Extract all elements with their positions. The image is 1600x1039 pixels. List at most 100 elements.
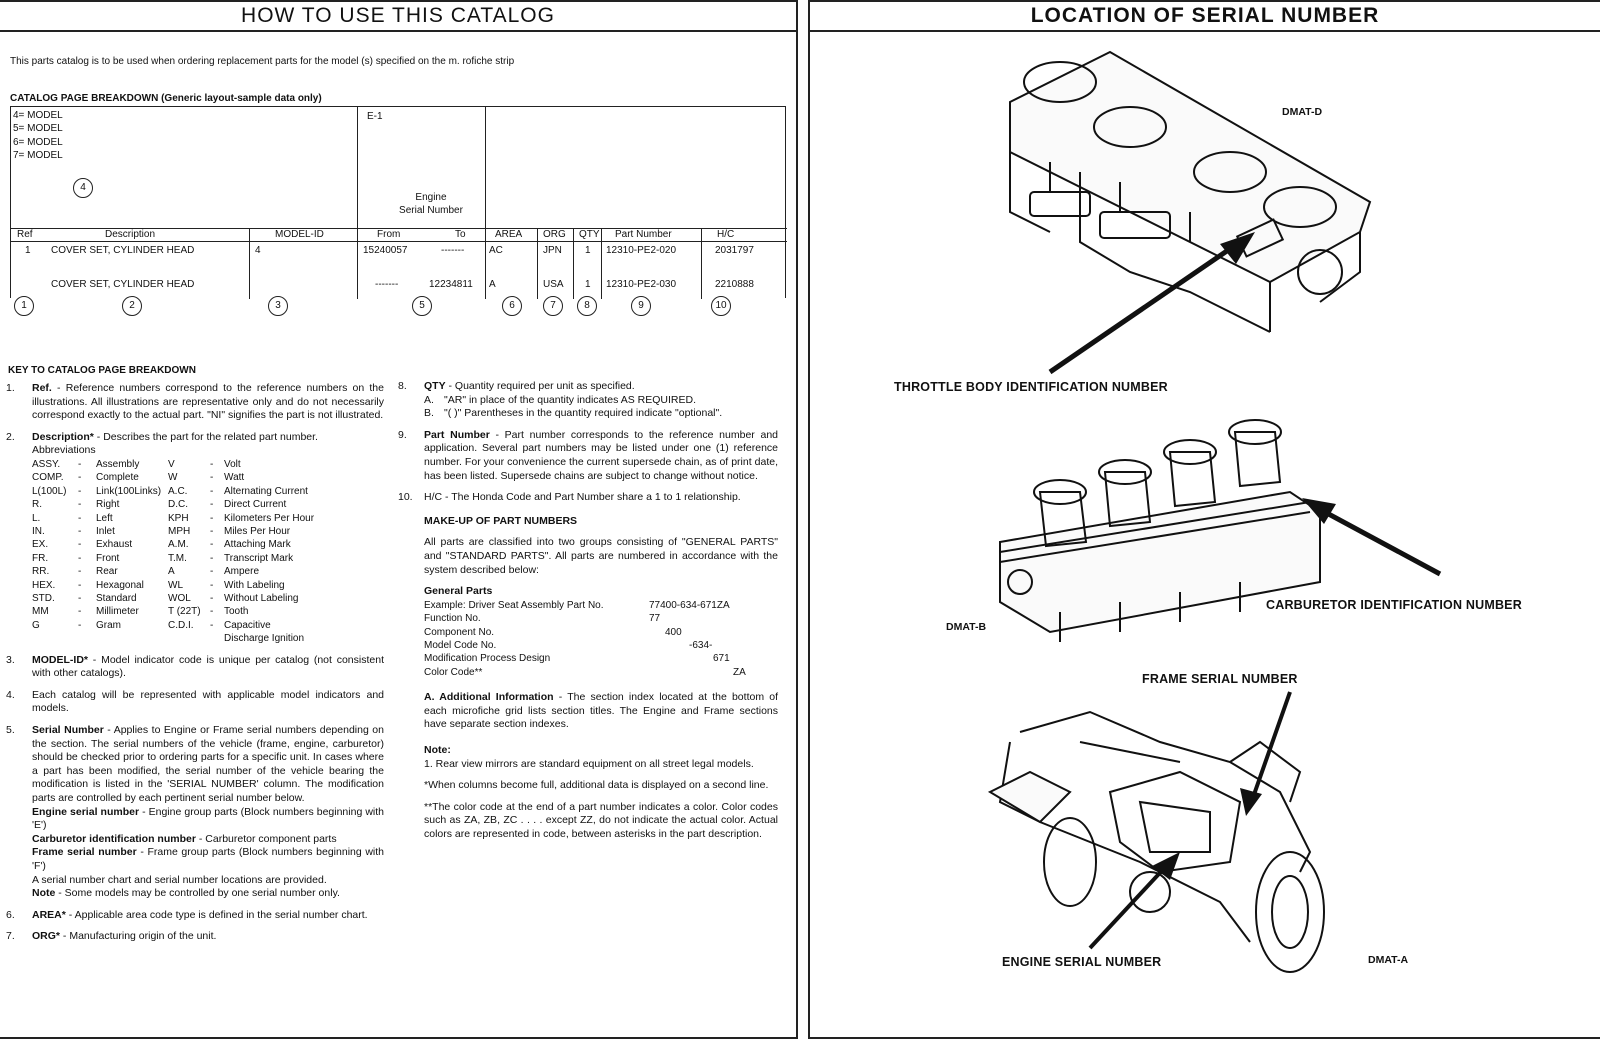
chart-note: A serial number chart and serial number … xyxy=(32,873,327,886)
additional-info-text: - The section index located at the botto… xyxy=(424,691,779,731)
motorcycle-illustration xyxy=(987,710,1325,973)
abbr-cell: Tooth xyxy=(224,606,249,618)
item-number: 4. xyxy=(6,688,15,701)
item-text: - Applies to Engine or Frame serial numb… xyxy=(32,724,384,804)
col-hc: H/C xyxy=(717,229,735,240)
abbr-cell: - xyxy=(210,606,214,618)
abbr-cell: L(100L) xyxy=(32,485,67,497)
callout-3: 3 xyxy=(268,296,288,316)
abbr-cell: - xyxy=(210,539,214,551)
abbr-cell: Watt xyxy=(224,472,245,484)
callout-10: 10 xyxy=(711,296,731,316)
general-parts-row: Example: Driver Seat Assembly Part No.77… xyxy=(424,599,764,612)
abbr-cell: Without Labeling xyxy=(224,593,299,605)
item-text: H/C - The Honda Code and Part Number sha… xyxy=(424,491,741,504)
cell-org: JPN xyxy=(543,245,562,256)
model-line: 6= MODEL xyxy=(13,136,63,148)
model-line: 7= MODEL xyxy=(13,150,63,162)
abbr-cell: - xyxy=(210,593,214,605)
abbr-cell: Complete xyxy=(96,472,139,484)
abbr-cell xyxy=(168,632,210,645)
gp-value: 400 xyxy=(665,626,682,638)
key-item-3: 3.MODEL-ID* - Model indicator code is un… xyxy=(6,654,384,681)
item-text: - Applicable area code type is defined i… xyxy=(65,908,368,921)
breakdown-title: CATALOG PAGE BREAKDOWN (Generic layout-s… xyxy=(10,93,322,104)
abbr-cell: C.D.I. xyxy=(168,619,194,631)
dmat-d-label: DMAT-D xyxy=(1282,106,1323,118)
key-item-2: 2.Description* - Describes the part for … xyxy=(6,431,384,646)
cell-part: 12310-PE2-020 xyxy=(606,245,677,256)
general-parts-row: Component No. 400 xyxy=(424,626,764,639)
cell-desc: COVER SET, CYLINDER HEAD xyxy=(51,279,195,290)
abbr-cell: Ampere xyxy=(224,566,260,578)
col-qty: QTY xyxy=(579,229,600,240)
frame-arrow xyxy=(1240,691,1292,816)
general-parts-table: Example: Driver Seat Assembly Part No.77… xyxy=(424,599,764,679)
abbr-cell: MM xyxy=(32,606,49,618)
abbr-cell: IN. xyxy=(32,526,45,537)
abbr-cell: RR. xyxy=(32,566,50,578)
key-item-6: 6.AREA* - Applicable area code type is d… xyxy=(6,909,384,923)
cell-to: 12234811 xyxy=(429,279,473,290)
item-head: Serial Number xyxy=(32,724,104,737)
model-list: 4= MODEL 5= MODEL 6= MODEL 7= MODEL xyxy=(13,109,63,163)
dmat-b-label: DMAT-B xyxy=(946,621,987,633)
item-head: Part Number xyxy=(424,428,490,441)
gp-value: 77 xyxy=(649,613,661,625)
serial-number-label: Serial Number xyxy=(399,205,463,216)
abbr-cell: T.M. xyxy=(168,552,187,564)
key-item-4: 4.Each catalog will be represented with … xyxy=(6,689,384,716)
abbr-cell: WL xyxy=(168,579,183,591)
abbr-cell: - xyxy=(210,458,214,470)
key-column-2: 8.QTY - Quantity required per unit as sp… xyxy=(398,380,778,842)
abbr-cell: With Labeling xyxy=(224,579,285,591)
right-panel: LOCATION OF SERIAL NUMBER DMAT-D THROTTL… xyxy=(808,0,1600,1039)
key-title: KEY TO CATALOG PAGE BREAKDOWN xyxy=(8,365,196,376)
engine-label: ENGINE SERIAL NUMBER xyxy=(1002,955,1162,969)
e1-label: E-1 xyxy=(367,111,383,122)
gp-label: Model Code No. xyxy=(424,639,497,651)
abbr-cell: Attaching Mark xyxy=(224,539,291,551)
item-head: QTY xyxy=(424,380,446,392)
gp-label: Component No. xyxy=(424,626,495,638)
additional-info-head: A. Additional Information xyxy=(424,691,554,704)
callout-4: 4 xyxy=(73,178,93,198)
double-star-note: **The color code at the end of a part nu… xyxy=(424,800,778,840)
col-org: ORG xyxy=(543,229,566,240)
abbr-cell: Left xyxy=(96,512,113,524)
abbr-cell: A.M. xyxy=(168,539,189,551)
abbr-cell: KPH xyxy=(168,512,189,524)
left-header: HOW TO USE THIS CATALOG xyxy=(0,2,796,32)
general-parts-row: Function No.77 xyxy=(424,612,764,625)
abbr-row: L(100L)-Link(100Links)A.C.-Alternating C… xyxy=(32,485,344,498)
abbr-cell: - xyxy=(210,512,214,524)
gp-value: 671 xyxy=(713,653,730,665)
cell-hc: 2031797 xyxy=(715,245,754,256)
abbr-cell xyxy=(32,632,78,645)
abbr-cell: - xyxy=(78,566,82,578)
abbr-cell: - xyxy=(78,485,82,497)
abbr-cell: D.C. xyxy=(168,499,188,511)
key-item-5: 5.Serial Number - Applies to Engine or F… xyxy=(6,724,384,901)
item-head: Ref. xyxy=(32,382,52,394)
frame-label: FRAME SERIAL NUMBER xyxy=(1142,672,1298,686)
makeup-text: All parts are classified into two groups… xyxy=(424,536,778,576)
throttle-label: THROTTLE BODY IDENTIFICATION NUMBER xyxy=(894,380,1168,394)
abbr-cell: W xyxy=(168,472,178,484)
makeup-title: MAKE-UP OF PART NUMBERS xyxy=(424,514,578,527)
callout-2: 2 xyxy=(122,296,142,316)
abbr-cell xyxy=(210,632,224,645)
abbr-cell: G xyxy=(32,619,40,631)
abbr-cell: Alternating Current xyxy=(224,485,308,497)
engine-arrow xyxy=(1088,852,1180,950)
carburetor-arrow xyxy=(1302,498,1442,577)
gp-value: ZA xyxy=(733,666,746,678)
abbr-cell: - xyxy=(78,499,82,511)
item-head: Description* xyxy=(32,430,94,443)
